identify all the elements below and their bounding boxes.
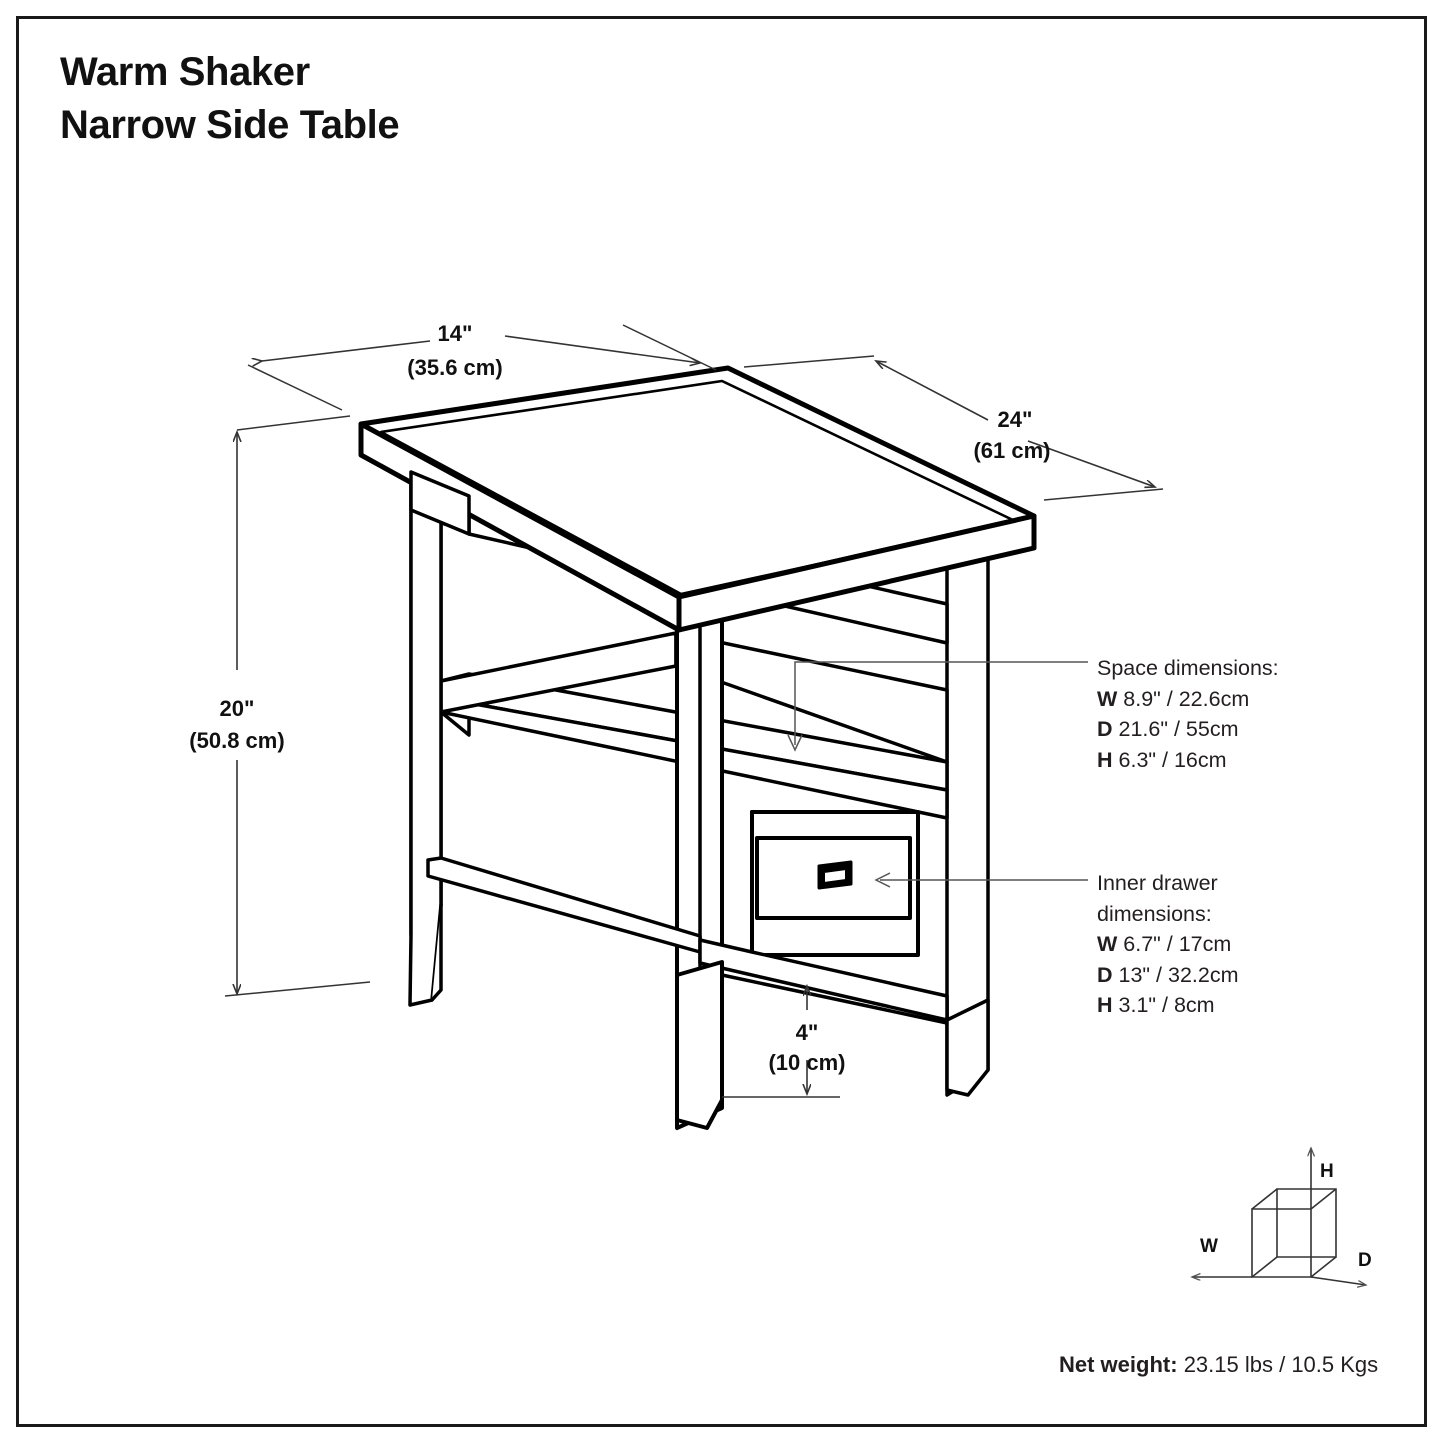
leader-drawer-dimensions [874, 872, 1088, 888]
drawer-handle [817, 860, 853, 890]
drawer-depth-label: D [1097, 962, 1113, 987]
leader-space-dimensions [787, 661, 1088, 752]
rail-under-drawer [698, 938, 949, 1022]
wdh-legend: H W D [1192, 1148, 1372, 1285]
space-width-label: W [1097, 686, 1118, 711]
space-width-value: 8.9" / 22.6cm [1123, 686, 1250, 711]
page-title: Warm Shaker Narrow Side Table [60, 46, 400, 152]
width-metric: (35.6 cm) [407, 355, 502, 380]
net-weight-label: Net weight: [1059, 1352, 1178, 1377]
drawer-dimension-depth: D 13" / 32.2cm [1097, 960, 1239, 991]
legend-label-h: H [1320, 1161, 1334, 1182]
dimension-height [224, 415, 371, 997]
depth-metric: (61 cm) [973, 438, 1050, 463]
space-height-label: H [1097, 747, 1113, 772]
drawer-depth-value: 13" / 32.2cm [1118, 962, 1239, 987]
drawer-width-value: 6.7" / 17cm [1123, 932, 1232, 957]
drawer-height-label: H [1097, 993, 1113, 1018]
table-top [358, 365, 1037, 633]
net-weight-value: 23.15 lbs / 10.5 Kgs [1183, 1352, 1379, 1377]
title-line-2: Narrow Side Table [60, 103, 400, 148]
dimension-width [247, 324, 717, 411]
legend-label-d: D [1358, 1250, 1372, 1271]
drawer-height-value: 3.1" / 8cm [1118, 993, 1215, 1018]
space-dimension-height: H 6.3" / 16cm [1097, 745, 1279, 776]
height-metric: (50.8 cm) [189, 728, 284, 753]
stretcher-lower-left [426, 856, 702, 954]
table-illustration [358, 365, 1037, 1130]
space-dimensions-heading: Space dimensions: [1097, 656, 1279, 680]
space-dimensions-annotation: Space dimensions: W 8.9" / 22.6cm D 21.6… [1097, 653, 1279, 775]
clearance-metric: (10 cm) [768, 1050, 845, 1075]
drawer-heading-line-1: Inner drawer [1097, 871, 1218, 895]
space-height-value: 6.3" / 16cm [1118, 747, 1227, 772]
page-border [16, 16, 1427, 1427]
space-dimension-width: W 8.9" / 22.6cm [1097, 684, 1279, 715]
space-depth-label: D [1097, 717, 1113, 742]
dimension-depth [743, 355, 1164, 501]
leg-front-left [408, 470, 443, 1007]
clearance-inches: 4" [796, 1020, 819, 1045]
leg-back-right-taper [945, 998, 990, 1097]
drawer-dimensions-annotation: Inner drawer dimensions: W 6.7" / 17cm D… [1097, 868, 1239, 1021]
apron-front-left [409, 470, 471, 536]
dimension-labels: 14" (35.6 cm) 24" (61 cm) 20" (50.8 cm) … [189, 321, 1050, 1075]
leg-front-right-taper [675, 960, 724, 1130]
drawer-heading-line-2: dimensions: [1097, 901, 1212, 926]
space-dimension-depth: D 21.6" / 55cm [1097, 714, 1279, 745]
drawer-width-label: W [1097, 932, 1118, 957]
drawer-dimension-height: H 3.1" / 8cm [1097, 990, 1239, 1021]
dimension-clearance [722, 986, 840, 1098]
dimension-lines [224, 324, 1164, 1098]
space-depth-value: 21.6" / 55cm [1118, 717, 1239, 742]
net-weight: Net weight: 23.15 lbs / 10.5 Kgs [1059, 1352, 1378, 1378]
depth-inches: 24" [998, 407, 1033, 432]
height-inches: 20" [220, 696, 255, 721]
title-line-1: Warm Shaker [60, 50, 310, 94]
legend-cube-icon [1251, 1188, 1337, 1278]
width-inches: 14" [438, 321, 473, 346]
legend-label-w: W [1200, 1236, 1218, 1257]
legend-d-arrow [1310, 1276, 1366, 1285]
drawer-dimension-width: W 6.7" / 17cm [1097, 929, 1239, 960]
